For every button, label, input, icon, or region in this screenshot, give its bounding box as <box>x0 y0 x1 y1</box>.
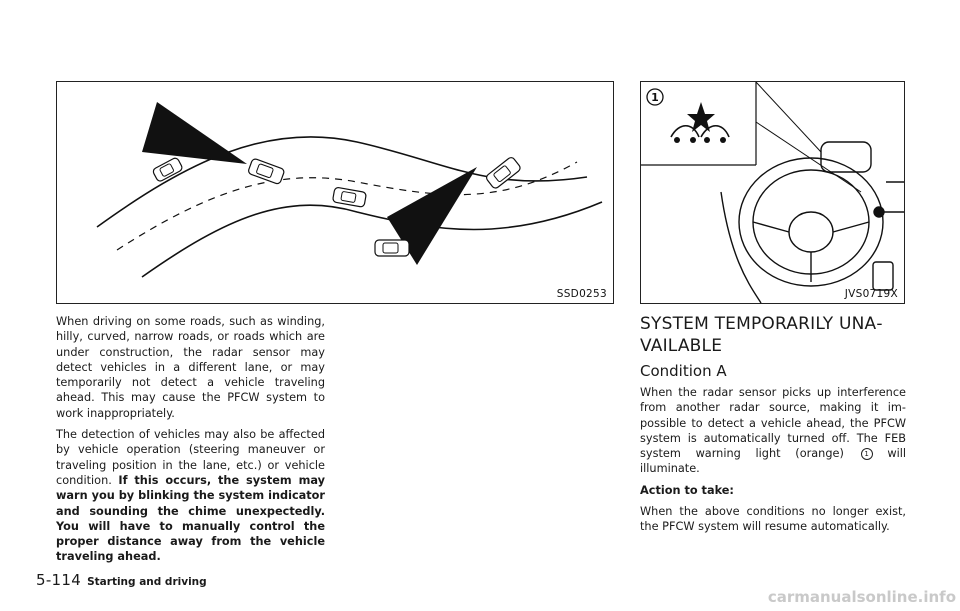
paragraph-vehicle-operation-bold: If this occurs, the system may warn you … <box>56 473 325 564</box>
car-4 <box>374 239 410 257</box>
paragraph-resume: When the above conditions no longer exis… <box>640 505 906 534</box>
right-text-column: SYSTEM TEMPORARILY UNA­VAILABLE Conditio… <box>640 314 906 541</box>
dashboard-illustration: 1 <box>641 82 904 303</box>
left-text-column: When driving on some roads, such as wind… <box>56 314 325 571</box>
paragraph-interference-tail: will illuminate. <box>640 447 907 476</box>
paragraph-interference: When the radar sensor picks up interfere… <box>640 385 906 477</box>
paragraph-vehicle-operation-normal: The detection of vehicles may also be af… <box>56 428 325 487</box>
figure-dashboard-warning-light: 1 JVS0719X <box>640 81 905 304</box>
feb-warning-icon <box>670 102 730 143</box>
action-label-text: Action to take: <box>640 483 734 497</box>
car-2 <box>248 158 285 185</box>
steering-wheel <box>720 141 904 303</box>
radar-beam-upper <box>142 102 247 164</box>
section-heading: SYSTEM TEMPORARILY UNA­VAILABLE <box>640 314 883 356</box>
car-3 <box>332 187 367 208</box>
paragraph-interference-text: When the radar sensor picks up interfere… <box>640 386 906 461</box>
figure-curved-road-radar: SSD0253 <box>56 81 614 304</box>
action-label: Action to take: <box>640 483 906 498</box>
paragraph-road-conditions: When driving on some roads, such as wind… <box>56 315 325 420</box>
condition-heading: Condition A <box>640 362 727 380</box>
car-5 <box>486 157 521 189</box>
curved-road-illustration <box>96 102 603 278</box>
lane-line-dashed <box>116 161 578 251</box>
car-1 <box>152 157 183 182</box>
page-footer: 5-114 Starting and driving <box>36 570 207 589</box>
page-number: 5-114 <box>36 571 82 589</box>
paragraph-vehicle-operation: The detection of vehicles may also be af… <box>56 427 325 565</box>
radar-beam-lower <box>387 167 477 265</box>
road-edge-lower <box>141 201 603 278</box>
figure-code-left: SSD0253 <box>556 288 607 300</box>
section-name: Starting and driving <box>87 576 207 588</box>
circled-number-icon: 1 <box>860 448 873 461</box>
watermark: carmanualsonline.info <box>767 588 956 606</box>
figure-code-right: JVS0719X <box>844 288 898 300</box>
callout-circle-icon <box>646 88 664 106</box>
callout-number: 1 <box>651 91 659 104</box>
